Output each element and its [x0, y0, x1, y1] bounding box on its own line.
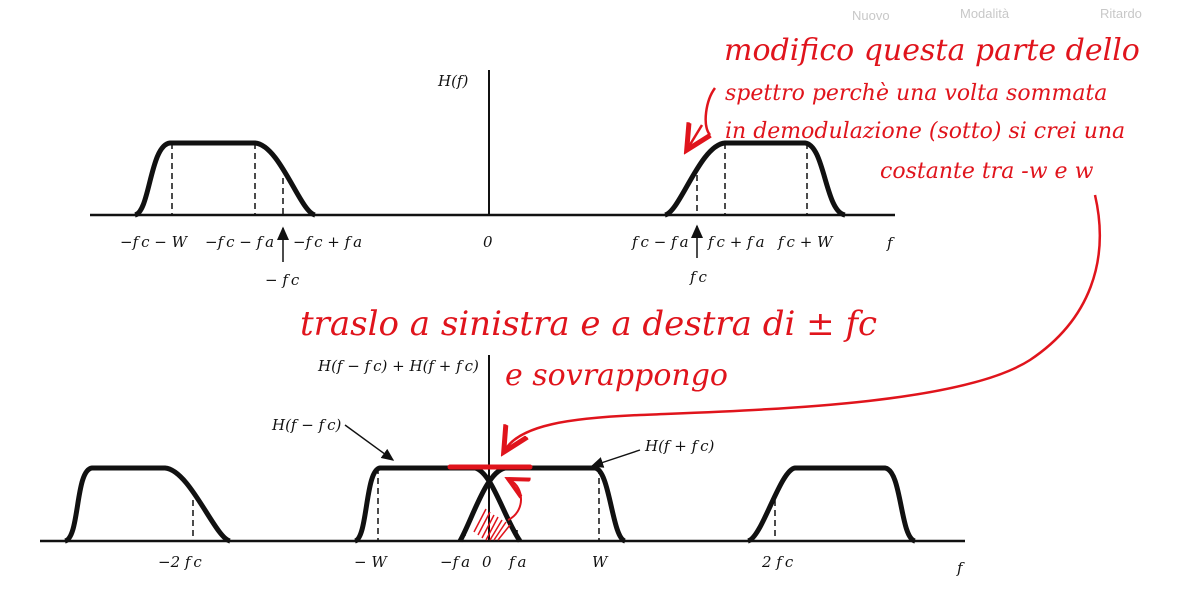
ghost-text-new: Nuovo	[852, 8, 890, 23]
top-pos-fc-label: f c	[689, 268, 708, 286]
ghost-ui: Nuovo Modalità Ritardo	[852, 6, 1142, 23]
top-tick-zero: 0	[483, 233, 493, 251]
bottom-spectrum-plot: H(f − f c) + H(f + f c) f H(f − f c) H(f…	[40, 355, 965, 577]
bottom-right-curve-pointer	[590, 449, 641, 468]
bottom-band-h-f-minus-fc	[353, 465, 523, 544]
note-top-line-2: spettro perchè una volta sommata	[725, 81, 1107, 106]
bottom-tick-w: W	[592, 553, 609, 571]
bottom-band-pos-2fc	[746, 465, 917, 544]
bottom-band-h-f-plus-fc	[457, 465, 627, 544]
bottom-tick-2fc: 2 f c	[761, 553, 794, 571]
top-tick-neg-fc-minus-fa: −f c − f a	[205, 233, 274, 251]
bottom-tick-fa: f a	[508, 553, 527, 571]
top-left-band-curve	[133, 140, 317, 218]
bottom-tick-neg-2fc: −2 f c	[158, 553, 202, 571]
overlap-lift-arrow	[508, 480, 521, 521]
top-tick-neg-fc-plus-fa: −f c + f a	[293, 233, 362, 251]
bottom-tick-neg-fa: −f a	[440, 553, 470, 571]
bottom-tick-neg-w: − W	[354, 553, 388, 571]
bottom-dashed-markers	[192, 468, 776, 541]
note-bracket	[704, 87, 717, 136]
note-top-line-3: in demodulazione (sotto) si crei una	[725, 119, 1125, 144]
bottom-left-curve-label: H(f − f c)	[271, 416, 342, 434]
top-spectrum-plot: H(f) f −f c − W −f c − f a −f c + f a 0 …	[90, 70, 895, 289]
bottom-left-curve-pointer	[344, 424, 395, 461]
ghost-text-mode: Modalità	[960, 6, 1010, 21]
top-right-band-curve	[663, 140, 846, 218]
note-middle-line-1: traslo a sinistra e a destra di ± fc	[300, 304, 877, 344]
bottom-tick-zero: 0	[482, 553, 492, 571]
bottom-band-neg-2fc	[63, 465, 232, 544]
overlap-hatching	[473, 508, 511, 541]
note-top-arrow	[688, 125, 702, 148]
top-freq-label: f	[886, 234, 895, 252]
note-top-line-1: modifico questa parte dello	[724, 33, 1140, 68]
top-tick-fc-minus-fa: f c − f a	[631, 233, 689, 251]
note-middle-line-2: e sovrappongo	[505, 358, 728, 393]
bottom-right-curve-label: H(f + f c)	[644, 437, 715, 455]
top-dashed-markers	[171, 143, 808, 215]
top-tick-neg-fc-minus-w: −f c − W	[120, 233, 189, 251]
top-tick-fc-plus-w: f c + W	[777, 233, 834, 251]
bottom-axis-label: H(f − f c) + H(f + f c)	[317, 357, 479, 375]
note-top-line-4: costante tra -w e w	[880, 159, 1094, 184]
top-neg-fc-label: − f c	[265, 271, 300, 289]
red-annotations: modifico questa parte dello spettro perc…	[300, 33, 1140, 541]
bottom-freq-label: f	[956, 559, 965, 577]
top-axis-label: H(f)	[437, 72, 468, 90]
note-curved-arrow	[505, 194, 1102, 450]
ghost-text-delay: Ritardo	[1100, 6, 1142, 21]
top-tick-fc-plus-fa: f c + f a	[707, 233, 765, 251]
